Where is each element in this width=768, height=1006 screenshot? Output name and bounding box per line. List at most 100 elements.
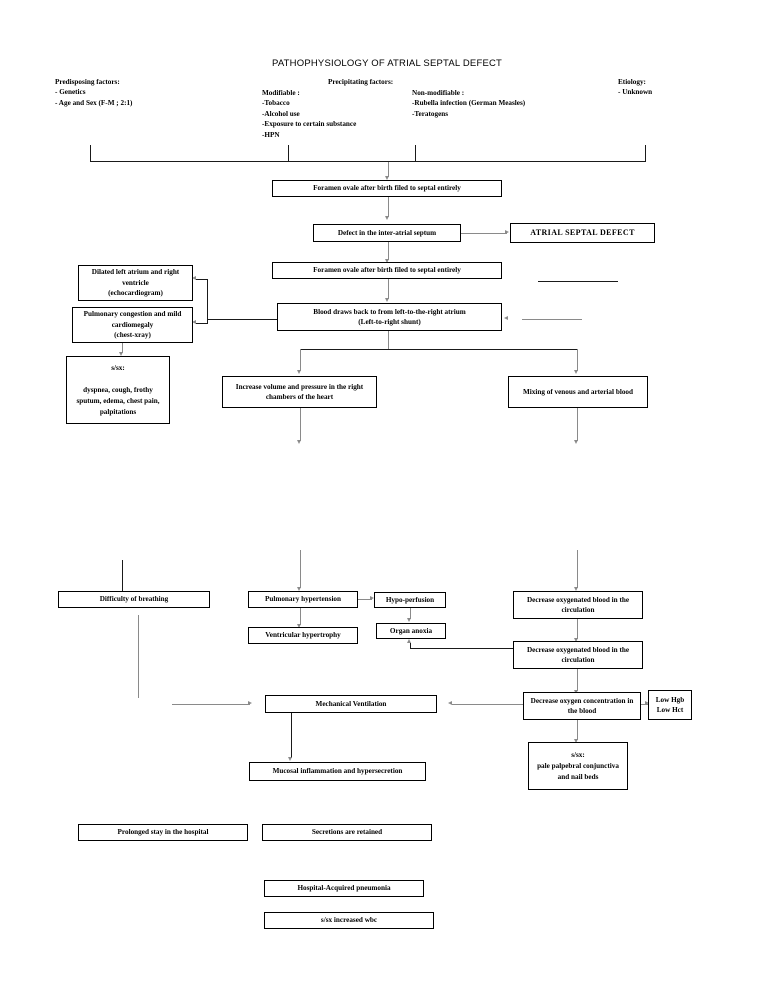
arrowhead-hypoperfusion-to-anoxia: [407, 618, 412, 622]
arrow-resume-to-pulmonary-htn: [300, 550, 301, 588]
arrowhead-pulmhtn-to-hypoperfusion: [370, 596, 374, 601]
blank-rule-line: [538, 281, 618, 282]
arrowhead-into-blood-box-right: [504, 316, 508, 321]
arrow-into-blood-box-right: [522, 319, 582, 320]
arrow-hypoperfusion-to-anoxia: [410, 608, 411, 619]
arrowhead-foramen2-to-blood: [385, 298, 390, 302]
arrowhead-defect-to-foramen2: [385, 259, 390, 263]
box-pulmonary-congestion: Pulmonary congestion and mild cardiomega…: [72, 307, 193, 343]
connector-left-trunk-up: [207, 279, 208, 320]
box-dilated-left-atrium: Dilated left atrium and right ventricle …: [78, 265, 193, 301]
connector-decreaseoxy2-to-anoxia-bar: [410, 648, 513, 649]
arrow-bracket-to-foramen1: [388, 162, 389, 177]
arrow-mixing-down: [577, 408, 578, 441]
arrow-pulmhtn-to-ventricular: [300, 608, 301, 625]
etiology-list: - Unknown: [618, 88, 653, 96]
arrowhead-oxygenconc-to-sxpale: [574, 739, 579, 743]
box-organ-anoxia: Organ anoxia: [376, 623, 446, 639]
arrowhead-decreaseoxy2-to-anoxia: [407, 639, 412, 643]
bracket-drop-left: [90, 145, 91, 162]
box-defect-interatrial-septum: Defect in the inter-atrial septum: [313, 224, 461, 242]
arrow-resume-to-decrease-oxy1: [577, 550, 578, 588]
box-ventricular-hypertrophy: Ventricular hypertrophy: [248, 627, 358, 644]
arrow-increase-volume-down: [300, 408, 301, 441]
arrow-ventilation-to-mucosal: [291, 713, 292, 758]
arrowhead-breathing-to-ventilation: [248, 701, 252, 706]
box-mucosal-inflammation: Mucosal inflammation and hypersecretion: [249, 762, 426, 781]
arrow-defect-to-asd: [461, 233, 507, 234]
box-sx-pale-palpebral: s/sx: pale palpebral conjunctiva and nai…: [528, 742, 628, 790]
connector-to-difficulty-breathing: [122, 560, 123, 591]
bracket-drop-mid1: [288, 145, 289, 162]
connector-decreaseoxy2-to-anoxia-stem: [410, 643, 411, 649]
nonmodifiable-label: Non-modifiable :: [412, 89, 465, 97]
box-prolonged-stay: Prolonged stay in the hospital: [78, 824, 248, 841]
nonmodifiable-list: -Rubella infection (German Measles) -Ter…: [412, 99, 526, 118]
arrowhead-congestion-to-sx: [119, 352, 124, 356]
bracket-horizontal: [90, 161, 646, 162]
box-mechanical-ventilation: Mechanical Ventilation: [265, 695, 437, 713]
page-title: PATHOPHYSIOLOGY OF ATRIAL SEPTAL DEFECT: [272, 58, 503, 69]
box-hospital-acquired-pneumonia: Hospital-Acquired pneumonia: [264, 880, 424, 897]
box-difficulty-of-breathing: Difficulty of breathing: [58, 591, 210, 608]
box-decrease-oxygenated-blood-1: Decrease oxygenated blood in the circula…: [513, 591, 643, 619]
box-foramen-ovale-1: Foramen ovale after birth filed to septa…: [272, 180, 502, 197]
box-decrease-oxygen-concentration: Decrease oxygen concentration in the blo…: [523, 692, 641, 720]
arrow-defect-to-foramen2: [388, 242, 389, 260]
arrowhead-defect-to-asd: [505, 230, 509, 235]
arrow-breathing-to-ventilation-stem: [138, 615, 139, 698]
box-pulmonary-hypertension: Pulmonary hypertension: [248, 591, 358, 608]
box-increase-volume-pressure: Increase volume and pressure in the righ…: [222, 376, 377, 408]
connector-blood-to-left-trunk: [207, 319, 277, 320]
arrowhead-decreaseoxy1-to-2: [574, 638, 579, 642]
modifiable-label: Modifiable :: [262, 89, 300, 97]
arrowhead-split-to-increase-volume: [297, 370, 302, 374]
predisposing-factors-header: Predisposing factors:: [55, 78, 120, 86]
box-mixing-venous-arterial: Mixing of venous and arterial blood: [508, 376, 648, 408]
arrowhead-split-to-mixing: [574, 370, 579, 374]
box-foramen-ovale-2: Foramen ovale after birth filed to septa…: [272, 262, 502, 279]
box-hypo-perfusion: Hypo-perfusion: [374, 592, 446, 608]
arrowhead-pulmhtn-to-ventricular: [297, 624, 302, 628]
arrowhead-to-dilated: [192, 276, 196, 281]
box-decrease-oxygenated-blood-2: Decrease oxygenated blood in the circula…: [513, 641, 643, 669]
arrow-oxygenconc-to-sxpale: [577, 720, 578, 740]
connector-to-congestion: [196, 323, 208, 324]
arrowhead-oxygenconc-to-ventilation: [448, 701, 452, 706]
box-low-hgb-hct: Low Hgb Low Hct: [648, 690, 692, 720]
etiology-header: Etiology:: [618, 78, 646, 86]
arrow-foramen2-to-blood: [388, 279, 389, 299]
arrow-pulmhtn-to-hypoperfusion: [358, 599, 372, 600]
box-sx-left: s/sx: dyspnea, cough, frothy sputum, ede…: [66, 356, 170, 424]
predisposing-factors-list: - Genetics - Age and Sex (F-M ; 2:1): [55, 88, 133, 107]
box-sx-increased-wbc: s/sx increased wbc: [264, 912, 434, 929]
arrowhead-oxygenconc-to-lowhgb: [645, 701, 649, 706]
precipitating-factors-header: Precipitating factors:: [328, 78, 394, 86]
connector-left-trunk-down: [207, 319, 208, 324]
arrowhead-ventilation-to-mucosal: [288, 757, 293, 761]
arrow-oxygenconc-to-ventilation: [452, 704, 523, 705]
arrow-oxygenconc-to-lowhgb: [641, 704, 648, 705]
bracket-drop-mid2: [415, 145, 416, 162]
arrowhead-mixing-down: [574, 440, 579, 444]
arrow-split-to-increase-volume: [300, 349, 301, 371]
box-secretions-retained: Secretions are retained: [262, 824, 432, 841]
arrow-decreaseoxy1-to-2: [577, 619, 578, 639]
arrowhead-resume-to-decrease-oxy1: [574, 587, 579, 591]
arrow-split-to-mixing: [577, 349, 578, 371]
arrowhead-bracket-to-foramen1: [385, 176, 390, 180]
arrowhead-to-congestion: [192, 320, 196, 325]
box-blood-draws-left-to-right: Blood draws back to from left-to-the-rig…: [277, 303, 502, 331]
arrow-breathing-to-ventilation-bar: [172, 704, 250, 705]
arrow-foramen1-to-defect: [388, 197, 389, 217]
arrowhead-increase-volume-down: [297, 440, 302, 444]
arrowhead-foramen1-to-defect: [385, 216, 390, 220]
arrow-congestion-to-sx: [122, 343, 123, 353]
arrow-decreaseoxy2-to-oxygenconc: [577, 669, 578, 691]
connector-blood-split-bar: [300, 349, 577, 350]
box-atrial-septal-defect: ATRIAL SEPTAL DEFECT: [510, 223, 655, 243]
modifiable-list: -Tobacco -Alcohol use -Exposure to certa…: [262, 99, 357, 139]
connector-blood-split-stem: [388, 331, 389, 349]
connector-to-dilated: [196, 279, 208, 280]
bracket-drop-right: [645, 145, 646, 162]
